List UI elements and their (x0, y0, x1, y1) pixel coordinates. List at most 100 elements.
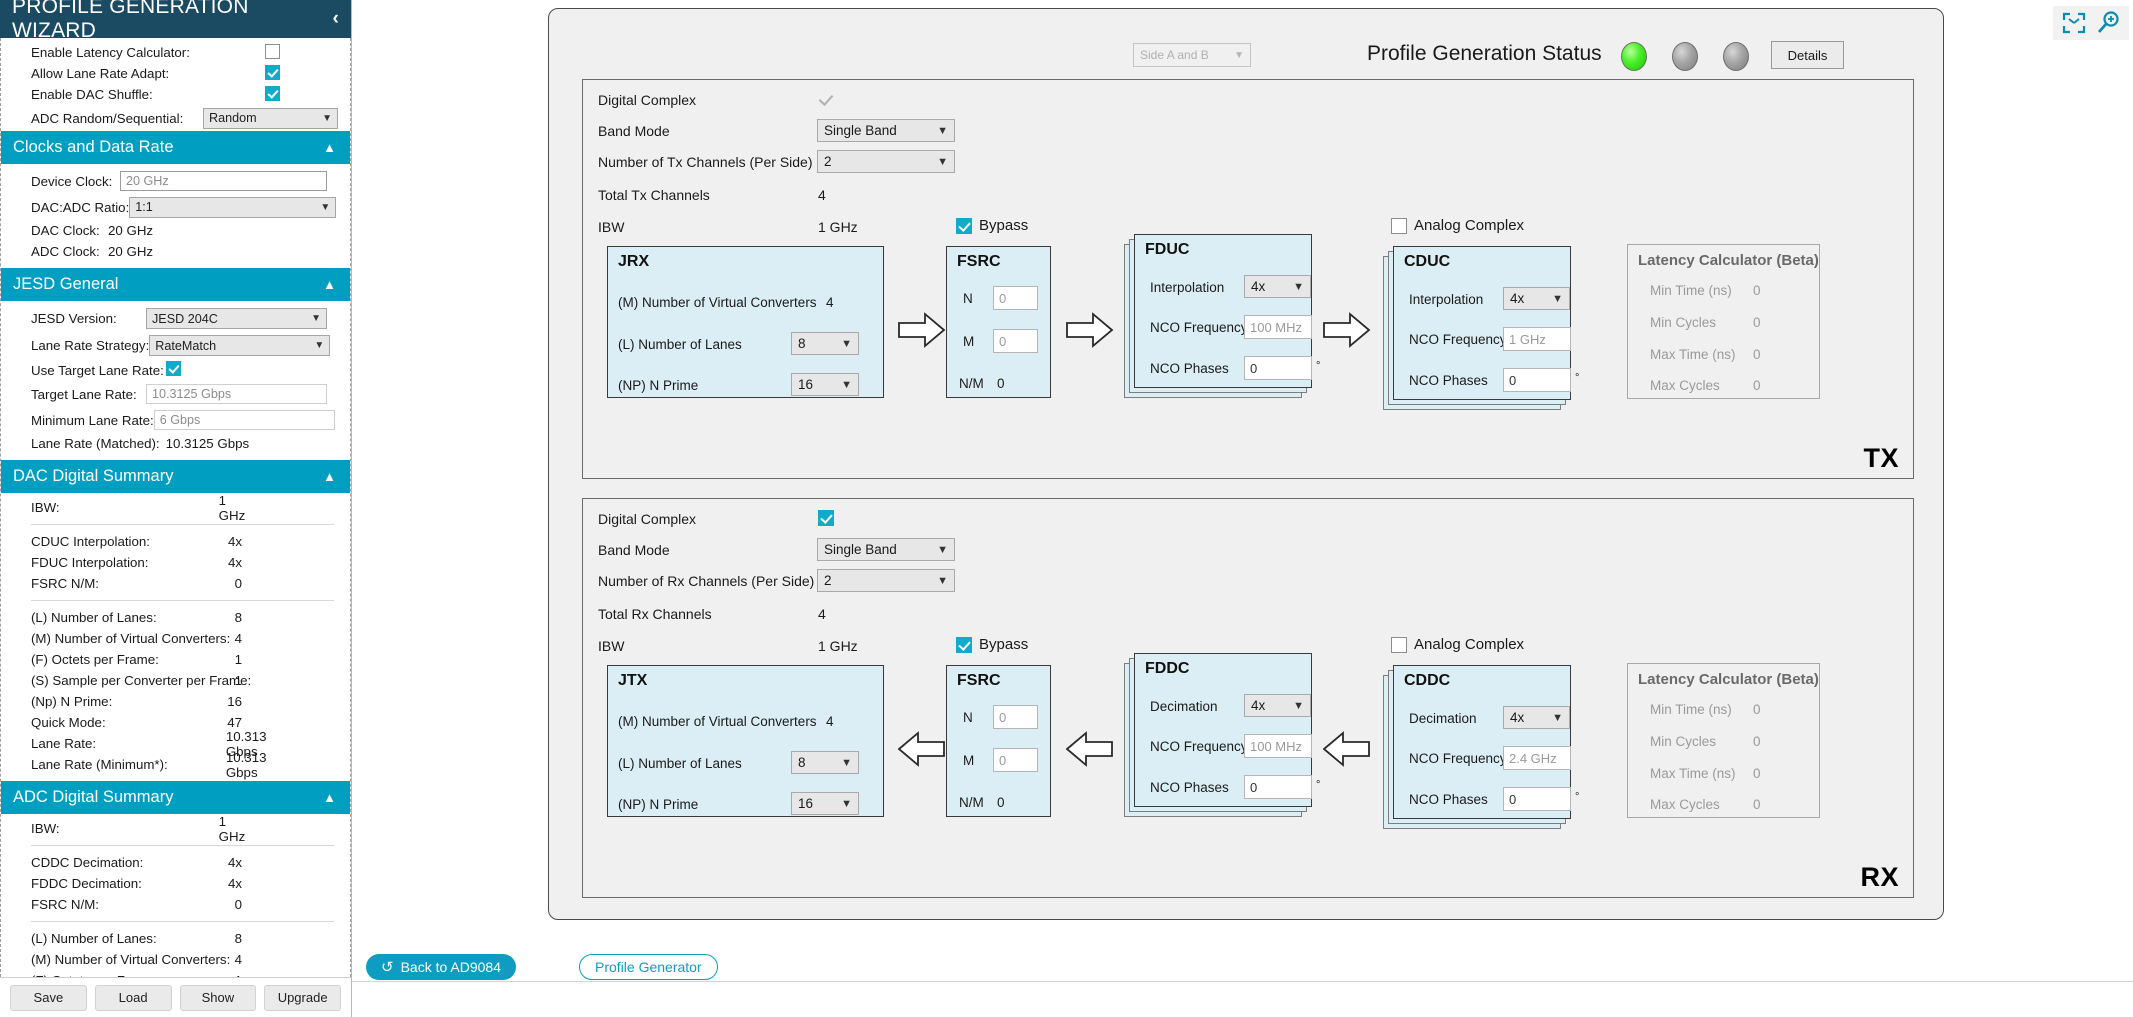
rx-band-mode-select[interactable]: Single Band ▼ (817, 538, 955, 561)
tx-total-channels-label: Total Tx Channels (598, 187, 710, 203)
rx-cddc-nco-phases-input[interactable]: 0 (1503, 787, 1571, 811)
rx-cddc-degree-symbol: ° (1575, 791, 1580, 803)
minimum-lane-rate-input[interactable]: 6 Gbps (153, 410, 335, 430)
row-dac-virtual-converters: (M) Number of Virtual Converters:4 (1, 628, 350, 649)
lane-rate-strategy-select[interactable]: RateMatch ▼ (149, 335, 331, 356)
back-button-label: Back to AD9084 (400, 959, 501, 975)
row-value: 4x (227, 534, 242, 549)
rx-cddc-decimation-select[interactable]: 4x ▼ (1503, 706, 1570, 729)
row-minimum-lane-rate[interactable]: Minimum Lane Rate: 6 Gbps (1, 407, 350, 433)
rx-channels-select[interactable]: 2 ▼ (817, 569, 955, 592)
show-button[interactable]: Show (179, 984, 257, 1011)
sidebar-section-clocks-and-data-rate[interactable]: Clocks and Data Rate ▲ (1, 131, 350, 164)
rx-analog-complex-label: Analog Complex (1414, 636, 1525, 653)
jesd-version-select[interactable]: JESD 204C ▼ (146, 308, 327, 329)
row-fduc-interpolation: FDUC Interpolation: 4x (1, 552, 350, 573)
sidebar-section-adc-digital-summary[interactable]: ADC Digital Summary ▲ (1, 781, 350, 814)
tx-analog-complex-checkbox[interactable] (1391, 217, 1407, 234)
tx-bypass-row[interactable]: Bypass (956, 217, 1028, 234)
collapse-sidebar-icon[interactable]: ‹ (332, 8, 339, 29)
option-row-enable-dac-shuffle[interactable]: Enable DAC Shuffle: (1, 84, 350, 105)
option-row-enable-latency-calculator[interactable]: Enable Latency Calculator: (1, 42, 350, 63)
select-value: 4x (1251, 698, 1266, 713)
allow-lane-rate-adapt-checkbox[interactable] (265, 64, 280, 80)
rx-jtx-lanes-select[interactable]: 8 ▼ (791, 751, 859, 774)
tx-jrx-lanes-select[interactable]: 8 ▼ (791, 332, 859, 355)
rx-cddc-nco-frequency-input[interactable]: 2.4 GHz (1503, 746, 1571, 770)
tx-fduc-nco-phases-input[interactable]: 0 (1244, 356, 1312, 380)
tx-cduc-interpolation-select[interactable]: 4x ▼ (1503, 287, 1570, 310)
enable-latency-calculator-checkbox[interactable] (265, 43, 280, 59)
chevron-down-icon: ▼ (841, 756, 852, 769)
rx-fsrc-m-input[interactable]: 0 (993, 748, 1038, 772)
tx-cduc-degree-symbol: ° (1575, 372, 1580, 384)
option-row-allow-lane-rate-adapt[interactable]: Allow Lane Rate Adapt: (1, 63, 350, 84)
profile-generator-tab[interactable]: Profile Generator (579, 954, 718, 980)
tx-channels-select[interactable]: 2 ▼ (817, 150, 955, 173)
chevron-up-icon: ▲ (323, 277, 336, 292)
tx-fsrc-n-input[interactable]: 0 (993, 286, 1038, 310)
enable-dac-shuffle-checkbox[interactable] (265, 85, 280, 101)
row-target-lane-rate[interactable]: Target Lane Rate: 10.3125 Gbps (1, 381, 350, 407)
tx-fduc-title: FDUC (1145, 241, 1190, 258)
tx-fsrc-m-input[interactable]: 0 (993, 329, 1038, 353)
arrow-fddc-to-fsrc-icon (1066, 731, 1114, 767)
tx-band-mode-select[interactable]: Single Band ▼ (817, 119, 955, 142)
chevron-down-icon: ▼ (1293, 699, 1304, 712)
rx-fddc-nco-frequency-input[interactable]: 100 MHz (1244, 734, 1312, 758)
rx-latency-calculator: Latency Calculator (Beta) Min Time (ns) … (1627, 663, 1820, 818)
row-lane-rate-strategy[interactable]: Lane Rate Strategy: RateMatch ▼ (1, 332, 350, 359)
rx-fddc-title: FDDC (1145, 660, 1190, 677)
sidebar-section-jesd-general[interactable]: JESD General ▲ (1, 268, 350, 301)
option-row-adc-random-sequential[interactable]: ADC Random/Sequential: Random ▼ (1, 105, 350, 131)
tx-digital-complex-checkbox[interactable] (818, 91, 834, 107)
rx-analog-complex-checkbox[interactable] (1391, 636, 1407, 653)
zoom-in-icon[interactable] (2095, 10, 2121, 36)
rx-digital-complex-checkbox[interactable] (818, 510, 834, 526)
tx-fsrc-m-label: M (963, 333, 975, 349)
rx-fsrc-n-input[interactable]: 0 (993, 705, 1038, 729)
side-select[interactable]: Side A and B ▼ (1133, 43, 1251, 67)
row-use-target-lane-rate[interactable]: Use Target Lane Rate: (1, 359, 350, 381)
row-value: 4x (227, 555, 242, 570)
use-target-lane-rate-checkbox[interactable] (165, 361, 181, 376)
rx-latency-max-cycles-label: Max Cycles (1650, 796, 1720, 812)
details-button[interactable]: Details (1771, 41, 1844, 69)
row-value: 47 (227, 715, 242, 730)
rx-jtx-block: JTX (M) Number of Virtual Converters 4 (… (607, 665, 884, 817)
row-dac-adc-ratio[interactable]: DAC:ADC Ratio: 1:1 ▼ (1, 194, 350, 220)
tx-fduc-nco-frequency-input[interactable]: 100 MHz (1244, 315, 1312, 339)
rx-fddc-decimation-select[interactable]: 4x ▼ (1244, 694, 1311, 717)
upgrade-button[interactable]: Upgrade (264, 984, 341, 1011)
adc-random-sequential-select[interactable]: Random ▼ (203, 107, 338, 129)
tx-analog-complex-row[interactable]: Analog Complex (1391, 217, 1524, 234)
rx-bypass-row[interactable]: Bypass (956, 636, 1028, 653)
load-button[interactable]: Load (94, 984, 172, 1011)
rx-jtx-nprime-select[interactable]: 16 ▼ (791, 792, 859, 815)
device-clock-input[interactable]: 20 GHz (120, 171, 327, 191)
rx-cddc-title: CDDC (1404, 672, 1451, 689)
tx-fduc-interpolation-select[interactable]: 4x ▼ (1244, 275, 1311, 298)
tx-jrx-m-value: 4 (826, 294, 834, 310)
row-value: 20 GHz (108, 244, 154, 259)
dac-adc-ratio-select[interactable]: 1:1 ▼ (129, 196, 337, 218)
rx-bypass-checkbox[interactable] (956, 636, 972, 653)
sidebar-scroll-area[interactable]: Enable Latency Calculator: Allow Lane Ra… (0, 38, 351, 977)
row-device-clock[interactable]: Device Clock: 20 GHz (1, 168, 350, 194)
rx-bypass-label: Bypass (979, 636, 1029, 653)
tx-bypass-checkbox[interactable] (956, 217, 972, 234)
back-to-device-button[interactable]: ↺ Back to AD9084 (366, 954, 516, 980)
tx-jrx-nprime-select[interactable]: 16 ▼ (791, 373, 859, 396)
target-lane-rate-input[interactable]: 10.3125 Gbps (146, 384, 327, 404)
tx-cduc-nco-phases-input[interactable]: 0 (1503, 368, 1571, 392)
rx-fddc-nco-phases-input[interactable]: 0 (1244, 775, 1312, 799)
expand-icon[interactable] (2061, 11, 2087, 35)
sidebar-section-dac-digital-summary[interactable]: DAC Digital Summary ▲ (1, 460, 350, 493)
save-button[interactable]: Save (10, 984, 87, 1011)
rx-digital-complex-label: Digital Complex (598, 511, 697, 527)
tx-fsrc-block: FSRC N 0 M 0 N/M 0 (946, 246, 1051, 398)
tx-cduc-nco-frequency-input[interactable]: 1 GHz (1503, 327, 1571, 351)
row-jesd-version[interactable]: JESD Version: JESD 204C ▼ (1, 305, 350, 332)
rx-analog-complex-row[interactable]: Analog Complex (1391, 636, 1524, 653)
tx-jrx-np-label: (NP) N Prime (618, 377, 699, 393)
